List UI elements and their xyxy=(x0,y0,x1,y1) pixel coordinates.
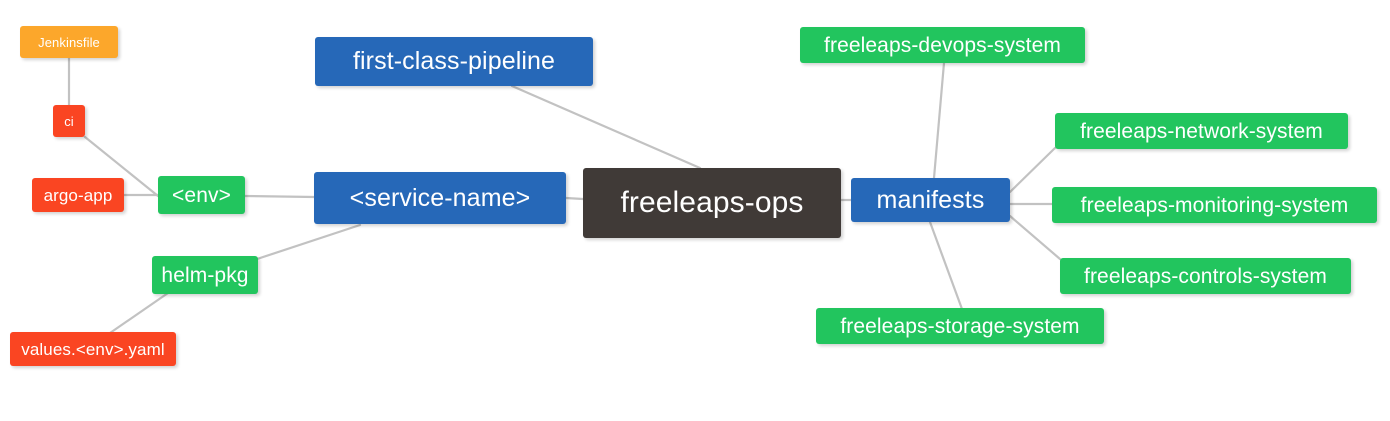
node-label: freeleaps-monitoring-system xyxy=(1080,193,1349,217)
node-argo-app[interactable]: argo-app xyxy=(32,178,124,212)
edge-env-servicename xyxy=(243,194,316,199)
node-freeleaps-ops[interactable]: freeleaps-ops xyxy=(583,168,841,238)
node-label: Jenkinsfile xyxy=(38,34,100,50)
edge-firstclasspipeline-root xyxy=(510,84,702,170)
node-freeleaps-network-system[interactable]: freeleaps-network-system xyxy=(1055,113,1348,149)
node-manifests[interactable]: manifests xyxy=(851,178,1010,222)
node-label: freeleaps-controls-system xyxy=(1084,264,1327,288)
node-label: freeleaps-devops-system xyxy=(824,33,1061,57)
edge-values-helmpkg xyxy=(108,291,170,335)
node-label: <env> xyxy=(172,183,231,207)
node-freeleaps-monitoring-system[interactable]: freeleaps-monitoring-system xyxy=(1052,187,1377,223)
node-label: first-class-pipeline xyxy=(352,47,556,75)
node-ci[interactable]: ci xyxy=(53,105,85,137)
node-label: argo-app xyxy=(43,185,113,205)
node-label: <service-name> xyxy=(349,183,531,212)
edge-manifests-storage xyxy=(928,220,964,311)
edge-servicename-root xyxy=(564,196,585,201)
node-label: values.<env>.yaml xyxy=(21,339,165,359)
node-env[interactable]: <env> xyxy=(158,176,245,214)
node-freeleaps-controls-system[interactable]: freeleaps-controls-system xyxy=(1060,258,1351,294)
node-label: ci xyxy=(64,113,74,129)
node-freeleaps-storage-system[interactable]: freeleaps-storage-system xyxy=(816,308,1104,344)
node-label: helm-pkg xyxy=(161,263,249,287)
node-label: freeleaps-network-system xyxy=(1080,119,1323,143)
node-label: freeleaps-storage-system xyxy=(840,314,1080,338)
edge-helmpkg-servicename xyxy=(246,223,362,264)
edge-manifests-network xyxy=(1008,146,1057,194)
node-service-name[interactable]: <service-name> xyxy=(314,172,566,224)
edge-manifests-devops xyxy=(932,61,946,180)
node-label: manifests xyxy=(876,185,985,214)
node-freeleaps-devops-system[interactable]: freeleaps-devops-system xyxy=(800,27,1085,63)
node-helm-pkg[interactable]: helm-pkg xyxy=(152,256,258,294)
node-first-class-pipeline[interactable]: first-class-pipeline xyxy=(315,37,593,86)
node-label: freeleaps-ops xyxy=(620,186,804,219)
node-values-env-yaml[interactable]: values.<env>.yaml xyxy=(10,332,176,366)
node-jenkinsfile[interactable]: Jenkinsfile xyxy=(20,26,118,58)
